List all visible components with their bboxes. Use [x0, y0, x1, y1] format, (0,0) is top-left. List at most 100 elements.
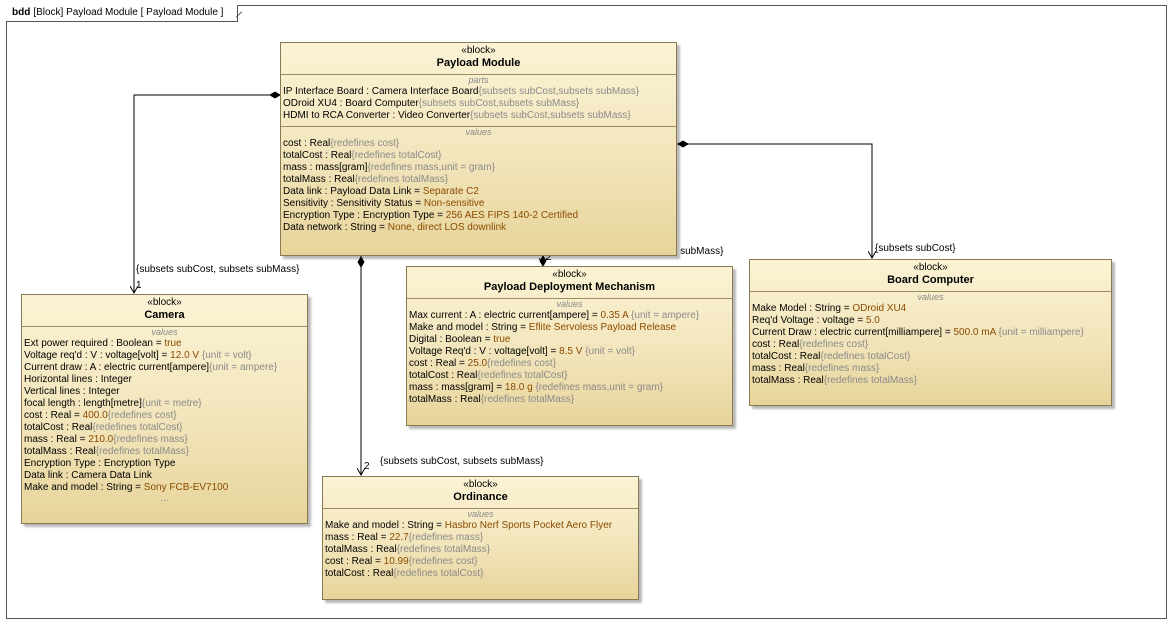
ordinance-multiplicity: 2: [364, 461, 370, 472]
board-computer-constraint-label: {subsets subCost}: [875, 243, 956, 254]
attribute-signature: cost : Real: [283, 138, 331, 149]
attribute-constraint: {redefines totalMass}: [396, 544, 491, 555]
composite-diamond-ordinance: [357, 256, 365, 268]
attribute-signature: totalMass : Real: [752, 375, 824, 386]
attribute-row[interactable]: totalCost : Real{redefines totalCost}: [407, 370, 732, 382]
block-stereotype: «block»: [461, 45, 496, 56]
attribute-row[interactable]: mass : mass[gram] = 18.0 g {redefines ma…: [407, 382, 732, 394]
attribute-row[interactable]: Vertical lines : Integer: [22, 386, 307, 398]
association-camera[interactable]: [134, 94, 279, 293]
attribute-row[interactable]: totalCost : Real{redefines totalCost}: [750, 351, 1111, 363]
attribute-default-value: 10.99: [383, 556, 409, 567]
attribute-row[interactable]: Make and model : String = Eflite Servole…: [407, 322, 732, 334]
attribute-default-value: None, direct LOS downlink: [387, 222, 507, 233]
attribute-row[interactable]: Current Draw : electric current[milliamp…: [750, 327, 1111, 339]
attribute-default-value: 500.0 mA: [953, 327, 996, 338]
attribute-default-value: 8.5 V: [559, 346, 583, 357]
attribute-default-value: 12.0 V: [170, 350, 200, 361]
attribute-row[interactable]: mass : Real = 210.0{redefines mass}: [22, 434, 307, 446]
attribute-row[interactable]: totalMass : Real{redefines totalMass}: [750, 375, 1111, 387]
attribute-signature: mass : mass[gram]: [283, 162, 368, 173]
attribute-default-value: Eflite Servoless Payload Release: [528, 322, 677, 333]
attribute-default-value: Separate C2: [422, 186, 479, 197]
attribute-default-value: 256 AES FIPS 140-2 Certified: [445, 210, 579, 221]
attribute-constraint: {unit = milliampere}: [995, 327, 1084, 338]
composite-diamond-board-computer: [677, 140, 689, 148]
attribute-signature: cost : Real =: [409, 358, 468, 369]
attribute-constraint: {redefines totalCost}: [351, 150, 442, 161]
attribute-signature: ODroid XU4 : Board Computer: [283, 98, 419, 109]
attribute-row[interactable]: mass : Real{redefines mass}: [750, 363, 1111, 375]
attribute-signature: totalCost : Real: [283, 150, 352, 161]
attribute-row[interactable]: cost : Real = 25.0{redefines cost}: [407, 358, 732, 370]
attribute-signature: Make and model : String =: [325, 520, 445, 531]
attribute-signature: IP Interface Board : Camera Interface Bo…: [283, 86, 479, 97]
attribute-row[interactable]: Digital : Boolean = true: [407, 334, 732, 346]
attribute-signature: focal length : length[metre]: [24, 398, 142, 409]
attribute-row[interactable]: totalMass : Real{redefines totalMass}: [281, 174, 676, 186]
attribute-row[interactable]: Voltage req'd : V : voltage[volt] = 12.0…: [22, 350, 307, 362]
attribute-row[interactable]: Make and model : String = Hasbro Nerf Sp…: [323, 520, 638, 532]
attribute-signature: Ext power required : Boolean =: [24, 338, 165, 349]
attribute-row[interactable]: ODroid XU4 : Board Computer{subsets subC…: [281, 98, 676, 110]
ordinance-constraint-label: {subsets subCost, subsets subMass}: [380, 456, 544, 467]
attribute-row[interactable]: totalMass : Real{redefines totalMass}: [407, 394, 732, 406]
attribute-row[interactable]: cost : Real = 400.0{redefines cost}: [22, 410, 307, 422]
attribute-default-value: 0.35 A: [600, 310, 629, 321]
attribute-signature: cost : Real =: [325, 556, 384, 567]
association-board-computer[interactable]: [677, 143, 872, 258]
parts-compartment-label: parts: [468, 75, 489, 85]
attribute-signature: mass : Real =: [325, 532, 390, 543]
attribute-constraint: {subsets subCost,subsets subMass}: [418, 98, 580, 109]
attribute-row[interactable]: Make and model : String = Sony FCB-EV710…: [22, 482, 307, 494]
attribute-row[interactable]: Req'd Voltage : voltage = 5.0: [750, 315, 1111, 327]
attribute-row[interactable]: totalMass : Real{redefines totalMass}: [323, 544, 638, 556]
attribute-signature: Sensitivity : Sensitivity Status =: [283, 198, 424, 209]
frame-kind: bdd: [12, 7, 31, 18]
attribute-row[interactable]: totalCost : Real{redefines totalCost}: [281, 150, 676, 162]
attribute-default-value: Sony FCB-EV7100: [143, 482, 229, 493]
block-stereotype: «block»: [552, 269, 587, 280]
block-name: Board Computer: [887, 274, 974, 286]
attribute-row[interactable]: cost : Real = 10.99{redefines cost}: [323, 556, 638, 568]
attribute-row[interactable]: Data network : String = None, direct LOS…: [281, 222, 676, 234]
attribute-constraint: {subsets subCost,subsets subMass}: [478, 86, 640, 97]
attribute-row[interactable]: Make Model : String = ODroid XU4: [750, 303, 1111, 315]
attribute-row[interactable]: HDMI to RCA Converter : Video Converter{…: [281, 110, 676, 122]
frame-title: [Block] Payload Module [ Payload Module …: [33, 7, 224, 18]
attribute-row[interactable]: totalMass : Real{redefines totalMass}: [22, 446, 307, 458]
attribute-row[interactable]: Horizontal lines : Integer: [22, 374, 307, 386]
attribute-signature: totalMass : Real: [24, 446, 96, 457]
block-name: Payload Deployment Mechanism: [483, 281, 656, 293]
attribute-row[interactable]: Sensitivity : Sensitivity Status = Non-s…: [281, 198, 676, 210]
attribute-row[interactable]: totalCost : Real{redefines totalCost}: [323, 568, 638, 580]
attribute-row[interactable]: totalCost : Real{redefines totalCost}: [22, 422, 307, 434]
attribute-row[interactable]: Data link : Camera Data Link: [22, 470, 307, 482]
attribute-row[interactable]: mass : Real = 22.7{redefines mass}: [323, 532, 638, 544]
attribute-constraint: {redefines mass}: [113, 434, 188, 445]
attribute-default-value: 210.0: [88, 434, 114, 445]
attribute-row[interactable]: Encryption Type : Encryption Type: [22, 458, 307, 470]
attribute-constraint: {redefines totalMass}: [354, 174, 449, 185]
attribute-signature: Voltage Req'd : V : voltage[volt] =: [409, 346, 560, 357]
attribute-row[interactable]: Current draw : A : electric current[ampe…: [22, 362, 307, 374]
attribute-row[interactable]: Encryption Type : Encryption Type = 256 …: [281, 210, 676, 222]
attribute-row[interactable]: Ext power required : Boolean = true: [22, 338, 307, 350]
attribute-row[interactable]: cost : Real{redefines cost}: [281, 138, 676, 150]
attribute-row[interactable]: Voltage Req'd : V : voltage[volt] = 8.5 …: [407, 346, 732, 358]
attribute-row[interactable]: mass : mass[gram]{redefines mass,unit = …: [281, 162, 676, 174]
attribute-row[interactable]: focal length : length[metre]{unit = metr…: [22, 398, 307, 410]
attribute-row[interactable]: Data link : Payload Data Link = Separate…: [281, 186, 676, 198]
attribute-row[interactable]: cost : Real{redefines cost}: [750, 339, 1111, 351]
attribute-signature: totalMass : Real: [409, 394, 481, 405]
attribute-row[interactable]: Max current : A : electric current[amper…: [407, 310, 732, 322]
attribute-row[interactable]: IP Interface Board : Camera Interface Bo…: [281, 86, 676, 98]
